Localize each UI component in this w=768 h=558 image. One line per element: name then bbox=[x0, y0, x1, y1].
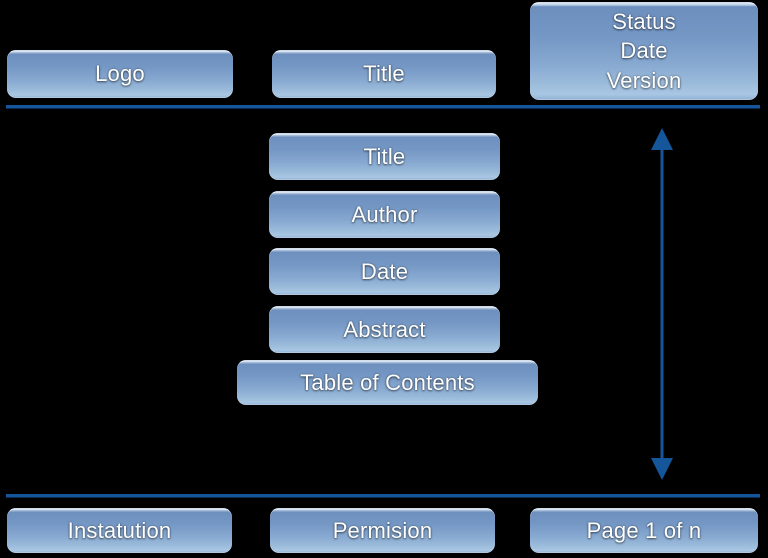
body-item-title-label: Title bbox=[363, 143, 406, 169]
body-item-table-of-contents[interactable]: Table of Contents bbox=[237, 360, 538, 405]
arrow-shaft bbox=[660, 148, 664, 460]
body-extent-arrow bbox=[650, 128, 674, 480]
header-meta-label: Status Date Version bbox=[606, 9, 682, 93]
header-meta-box[interactable]: Status Date Version bbox=[530, 2, 758, 100]
footer-institution-label: Instatution bbox=[67, 517, 172, 543]
footer-divider-rule bbox=[6, 494, 760, 497]
body-item-table-of-contents-label: Table of Contents bbox=[300, 369, 475, 395]
arrow-head-down-icon bbox=[651, 458, 673, 480]
footer-institution-box[interactable]: Instatution bbox=[7, 508, 232, 553]
header-title-box[interactable]: Title bbox=[272, 50, 496, 98]
footer-permission-box[interactable]: Permision bbox=[270, 508, 495, 553]
body-item-abstract-label: Abstract bbox=[343, 316, 426, 342]
header-title-label: Title bbox=[363, 61, 405, 87]
body-item-abstract[interactable]: Abstract bbox=[269, 306, 500, 353]
body-item-date[interactable]: Date bbox=[269, 248, 500, 295]
arrow-head-up-icon bbox=[651, 128, 673, 150]
body-item-date-label: Date bbox=[360, 258, 409, 284]
header-logo-box[interactable]: Logo bbox=[7, 50, 233, 98]
body-item-title[interactable]: Title bbox=[269, 133, 500, 180]
footer-page-box[interactable]: Page 1 of n bbox=[530, 508, 758, 553]
footer-permission-label: Permision bbox=[332, 517, 433, 543]
body-item-author-label: Author bbox=[351, 201, 418, 227]
body-item-author[interactable]: Author bbox=[269, 191, 500, 238]
header-logo-label: Logo bbox=[95, 61, 145, 87]
footer-page-label: Page 1 of n bbox=[586, 517, 702, 543]
header-divider-rule bbox=[6, 105, 760, 108]
